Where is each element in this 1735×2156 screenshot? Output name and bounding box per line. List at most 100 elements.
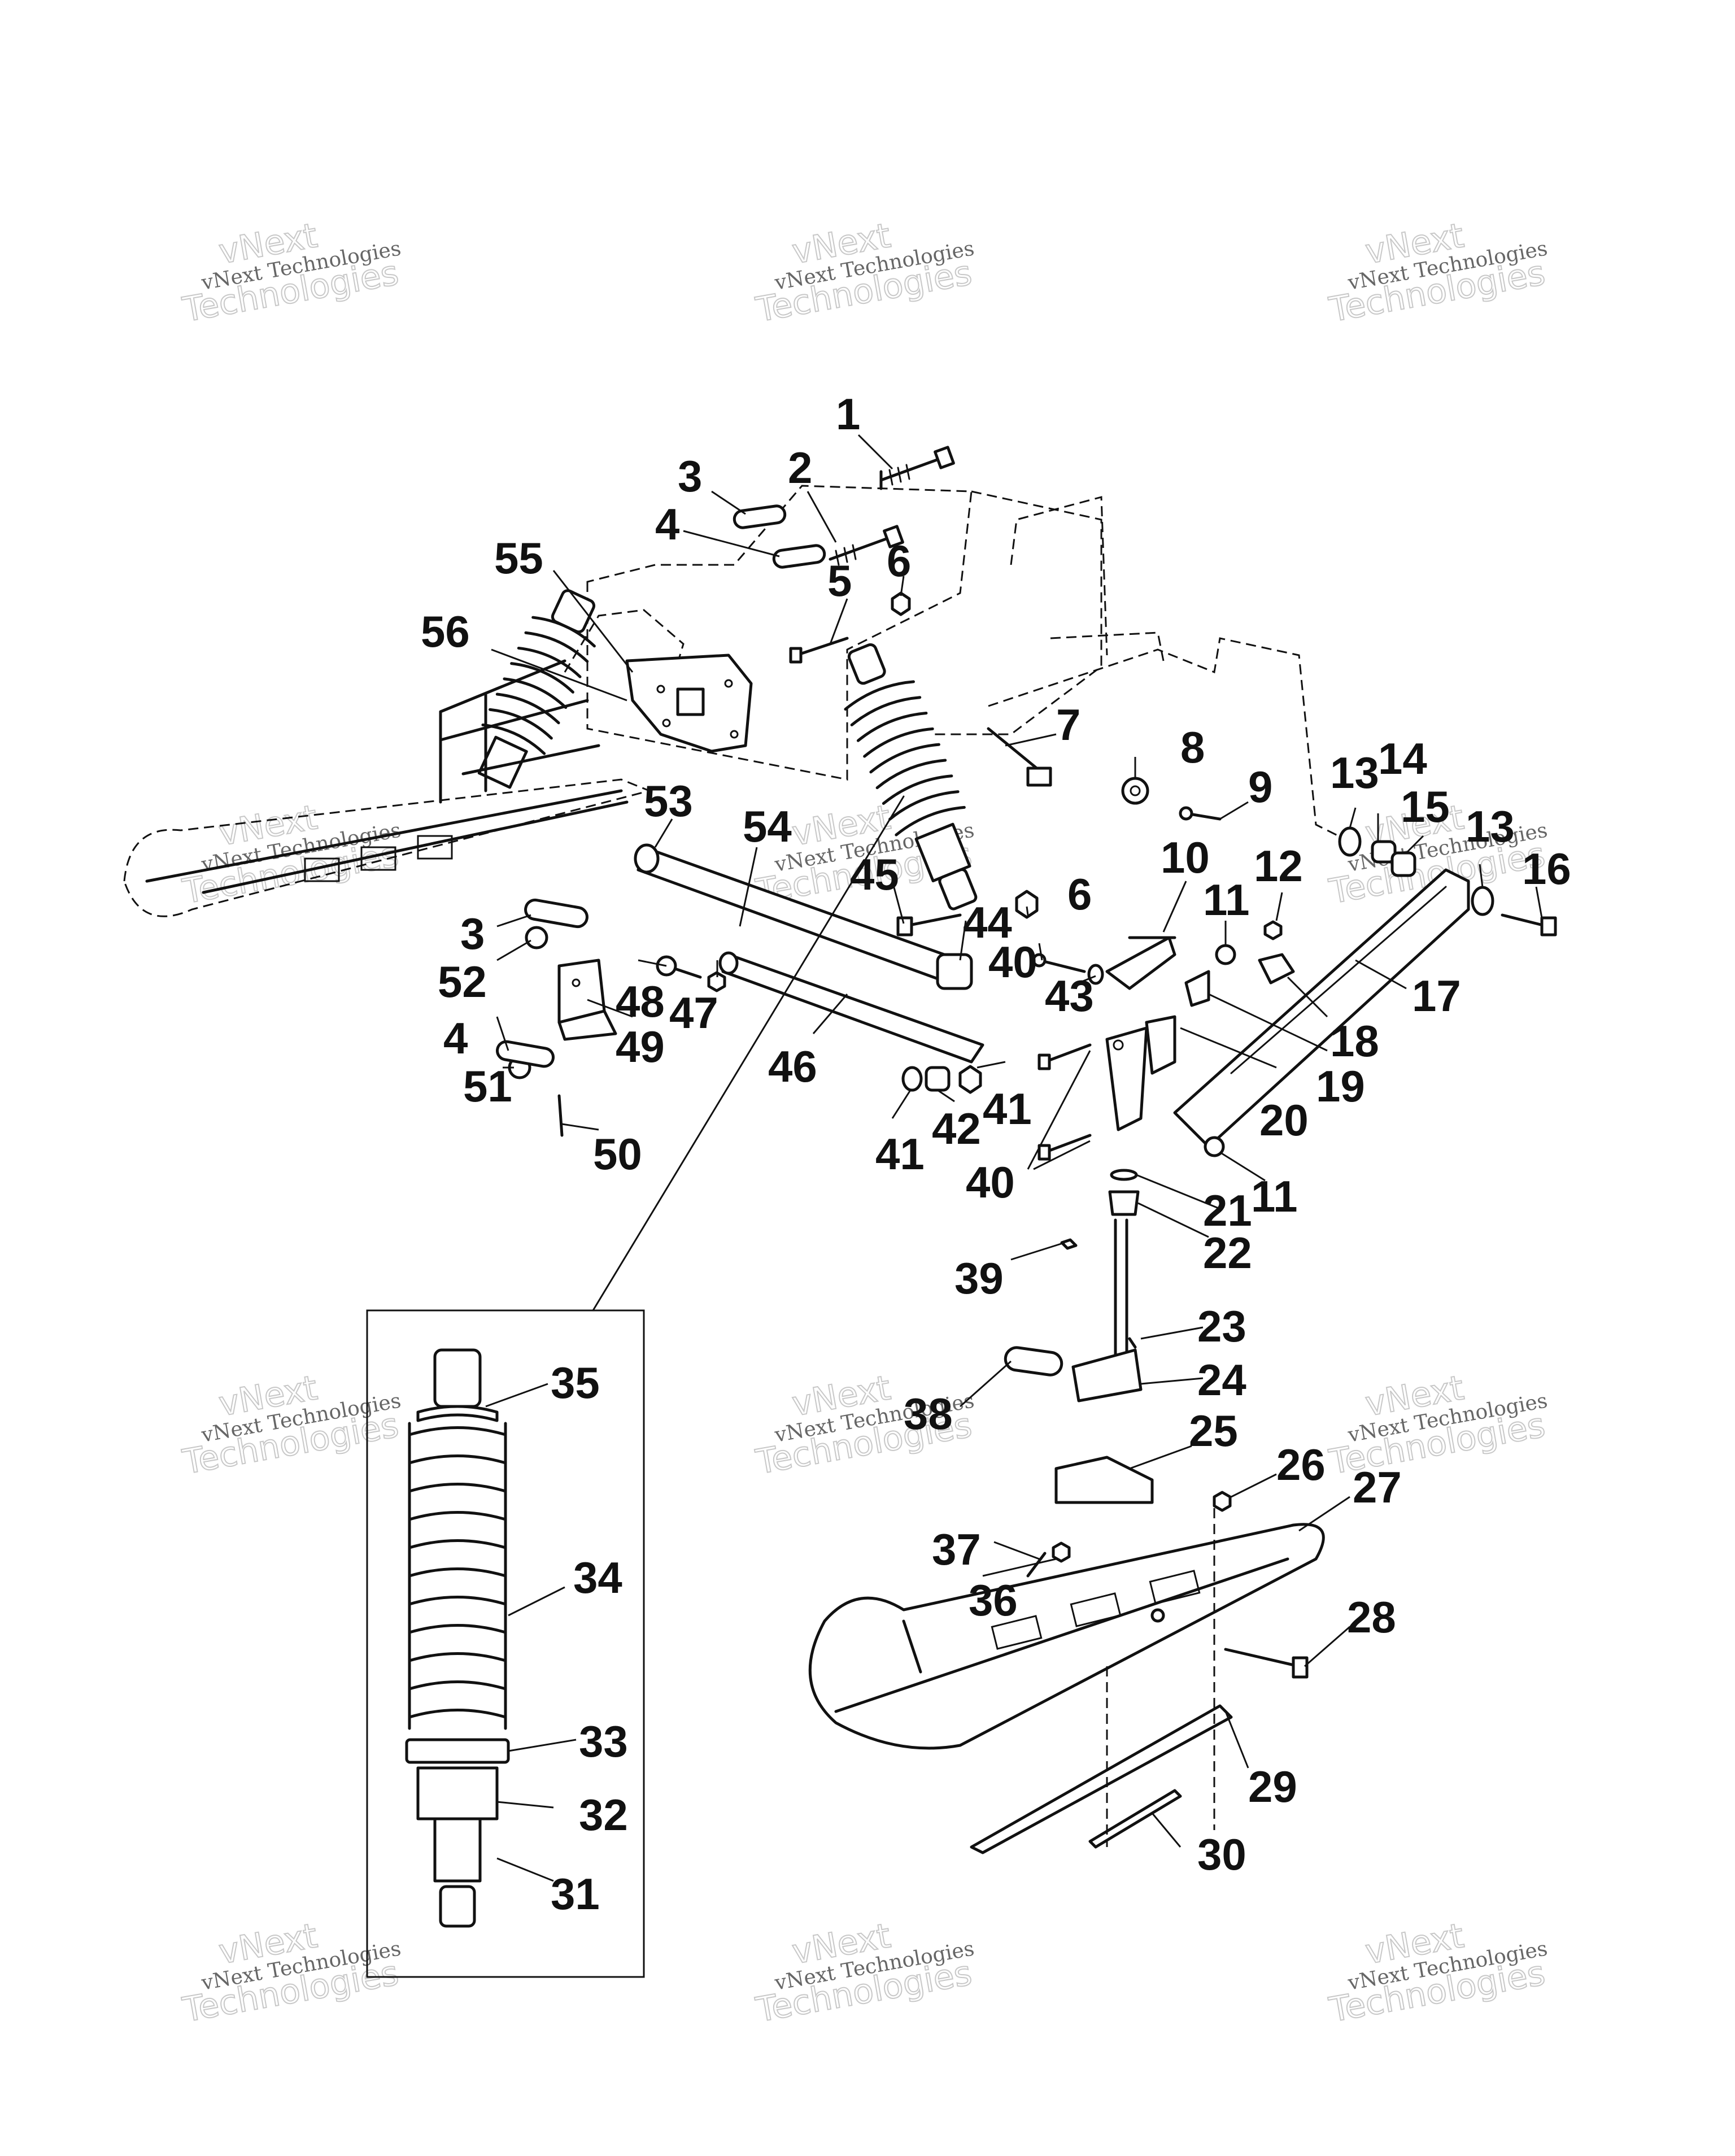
callout-18: 18: [1330, 1016, 1379, 1066]
callout-29: 29: [1248, 1762, 1297, 1811]
callout-2: 2: [788, 443, 812, 493]
spacer-plate-3-left: [524, 898, 588, 929]
nut-26: [1213, 1491, 1232, 1512]
nut-6-top: [891, 591, 911, 616]
callout-41: 41: [983, 1084, 1032, 1134]
watermark-tile-bottom-center: vNext vNext Technologies Technologies: [752, 1915, 976, 2031]
watermark-tile-bottom-right: vNext vNext Technologies Technologies: [1326, 1915, 1549, 2031]
callout-43: 43: [1045, 971, 1094, 1021]
washer-13-right: [1471, 886, 1494, 916]
bolt-40-upper: [1037, 1043, 1092, 1070]
spacer-plate-3-top: [733, 504, 787, 529]
callout-13: 13: [1330, 748, 1379, 798]
watermark-tile-bottom-left: vNext vNext Technologies Technologies: [179, 1915, 403, 2031]
callout-5: 5: [827, 556, 852, 606]
inset-shock-detail: [405, 1348, 510, 1928]
callout-31: 31: [551, 1869, 600, 1919]
spindle-housing-20: [1105, 1015, 1176, 1131]
bolt-16: [1501, 913, 1557, 937]
callout-36: 36: [969, 1575, 1018, 1625]
bushing-14: [1371, 840, 1397, 864]
upper-tube-54: [634, 843, 973, 990]
spindle-24: [1071, 1218, 1143, 1403]
callout-37: 37: [932, 1525, 981, 1574]
callout-28: 28: [1347, 1592, 1396, 1642]
callout-15: 15: [1401, 782, 1450, 831]
callout-41: 41: [875, 1129, 925, 1179]
nut-11-top: [1215, 944, 1236, 965]
callout-21: 21: [1203, 1186, 1252, 1235]
trailing-arm-17: [1173, 868, 1470, 1148]
callout-11: 11: [1251, 1171, 1297, 1221]
nut-41-left: [901, 1066, 923, 1092]
callout-50: 50: [593, 1129, 642, 1179]
bushing-22: [1108, 1190, 1140, 1216]
inset-frame: [366, 1309, 645, 1978]
nut-36: [1052, 1541, 1071, 1563]
washer-43: [1087, 964, 1104, 985]
callout-51: 51: [463, 1061, 512, 1111]
callout-54: 54: [743, 802, 792, 851]
bolt-2: [829, 525, 904, 566]
callout-20: 20: [1259, 1095, 1309, 1145]
bracket-19: [1184, 970, 1210, 1007]
callout-10: 10: [1161, 833, 1210, 882]
lower-tube-46: [718, 951, 984, 1064]
callout-34: 34: [573, 1553, 622, 1602]
callout-16: 16: [1522, 844, 1571, 894]
callout-1: 1: [836, 389, 860, 439]
nut-11-lower: [1204, 1136, 1225, 1157]
wear-bar-29: [970, 1704, 1233, 1854]
leader-lines: [485, 434, 1543, 1882]
clip-8: [1121, 777, 1149, 805]
fastener-12: [1263, 920, 1283, 940]
callout-48: 48: [616, 977, 665, 1026]
spacer-plate-4-left: [496, 1040, 555, 1068]
callout-46: 46: [768, 1042, 817, 1091]
callout-40: 40: [988, 937, 1037, 987]
cushion-25: [1054, 1456, 1154, 1504]
watermark-tile-top-left: vNext vNext Technologies Technologies: [179, 215, 403, 330]
bracket-49: [557, 959, 617, 1041]
callout-45: 45: [850, 850, 899, 899]
callout-33: 33: [579, 1717, 628, 1766]
nut-52: [525, 926, 548, 949]
callout-11: 11: [1203, 875, 1249, 925]
callout-25: 25: [1189, 1406, 1238, 1456]
callout-labels: 1 2 3 4 5 6 7 8 9 10 11 12 13 14 15 13 1…: [421, 389, 1571, 1919]
pin-23: [1128, 1337, 1137, 1349]
callout-23: 23: [1197, 1301, 1246, 1351]
block-18: [1258, 953, 1295, 985]
callout-55: 55: [494, 533, 543, 583]
right-ski-27: [808, 1523, 1325, 1750]
callout-24: 24: [1197, 1355, 1246, 1405]
bushing-42: [925, 1066, 951, 1092]
inset-pointer-line: [592, 795, 905, 1312]
left-shock-absorber: [477, 589, 596, 789]
pin-50: [557, 1094, 564, 1137]
callout-26: 26: [1276, 1440, 1326, 1489]
callout-17: 17: [1412, 971, 1461, 1021]
bolt-28: [1224, 1648, 1309, 1679]
callout-42: 42: [932, 1104, 981, 1153]
nut-6-mid: [1015, 890, 1039, 919]
callout-12: 12: [1254, 841, 1303, 891]
callout-49: 49: [616, 1022, 665, 1072]
callout-39: 39: [954, 1253, 1004, 1303]
center-shock-absorber: [844, 643, 978, 911]
cotter-pin-37: [1026, 1552, 1047, 1578]
callout-22: 22: [1203, 1228, 1252, 1278]
callout-53: 53: [644, 776, 693, 826]
callout-13: 13: [1466, 802, 1515, 851]
nut-41-right: [958, 1065, 982, 1094]
bushing-38: [1004, 1346, 1063, 1377]
left-ski: [123, 659, 652, 917]
callout-4: 4: [443, 1013, 468, 1063]
callout-30: 30: [1197, 1830, 1246, 1879]
bushing-15: [1390, 851, 1416, 877]
upper-arm-10: [1105, 936, 1176, 990]
callout-35: 35: [551, 1358, 600, 1408]
callout-6: 6: [1067, 869, 1092, 919]
callout-56: 56: [421, 607, 470, 656]
